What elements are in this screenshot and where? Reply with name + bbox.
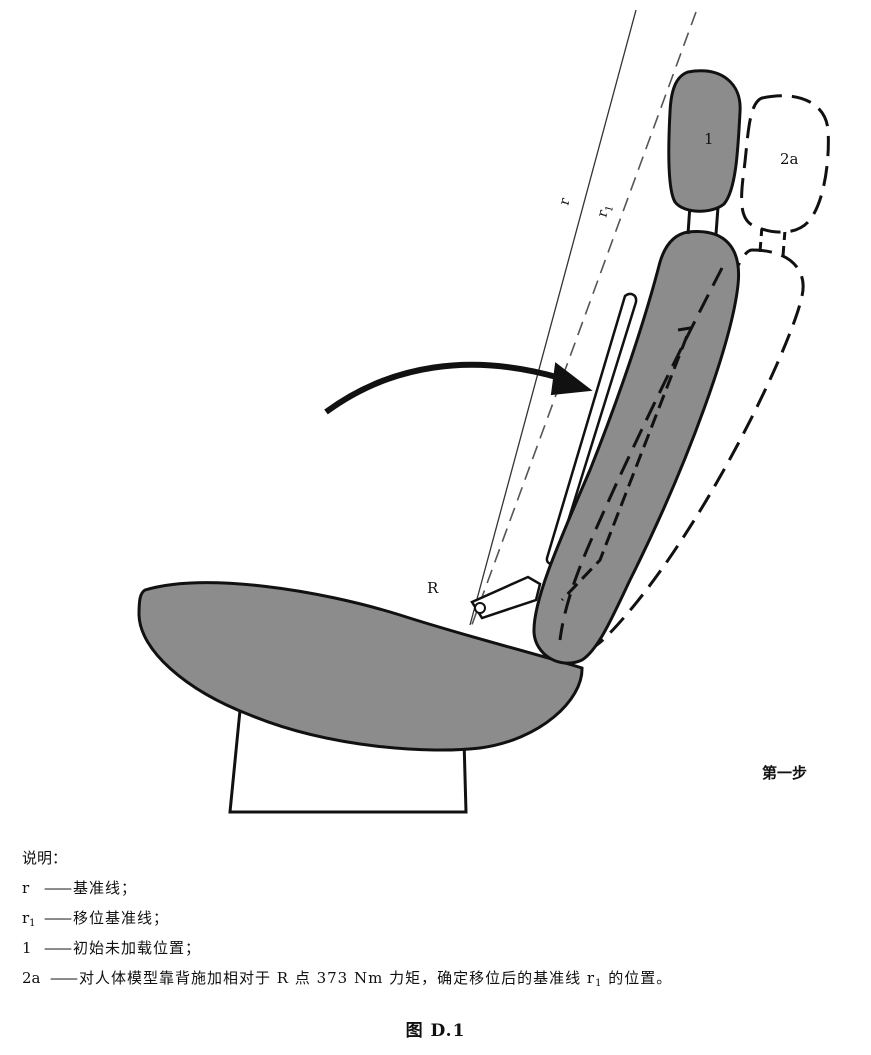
r-point-pivot (474, 602, 486, 614)
reference-line-r (469, 9, 637, 626)
label-r-point: R (427, 579, 439, 597)
recliner-linkage (470, 575, 542, 620)
moment-arrow (324, 361, 561, 415)
label-headrest-initial: 1 (704, 130, 714, 148)
legend: 说明： r —— 基准线； r1 —— 移位基准线； 1 —— 初始未加载位置；… (22, 843, 852, 993)
legend-text: 移位基准线； (73, 909, 170, 927)
legend-key: 2a (22, 969, 41, 987)
legend-item: r —— 基准线； (22, 873, 852, 903)
legend-separator: —— (44, 939, 72, 957)
seat-cushion (137, 581, 584, 752)
legend-key: r1 (22, 909, 36, 929)
legend-key: r (22, 879, 30, 897)
figure-caption: 图 D.1 (405, 1021, 466, 1041)
seat-diagram: r r1 1 2a R (137, 9, 830, 814)
label-headrest-shifted: 2a (780, 150, 799, 168)
step-label: 第一步 (762, 764, 808, 782)
label-line-r1: r1 (594, 202, 616, 220)
legend-item: 2a —— 对人体模型靠背施加相对于 R 点 373 Nm 力矩，确定移位后的基… (22, 963, 852, 993)
seat-base (228, 699, 468, 814)
shifted-headrest (740, 94, 830, 234)
legend-text: 初始未加载位置； (73, 939, 202, 957)
legend-text: 对人体模型靠背施加相对于 R 点 373 Nm 力矩，确定移位后的基准线 r1 … (79, 969, 673, 989)
legend-text: 基准线； (73, 879, 138, 897)
legend-item: r1 —— 移位基准线； (22, 903, 852, 933)
legend-item: 1 —— 初始未加载位置； (22, 933, 852, 963)
legend-separator: —— (50, 969, 78, 987)
moment-arrow-head (550, 362, 593, 396)
initial-backrest-frame (560, 326, 693, 602)
initial-backrest-spine (558, 267, 724, 641)
initial-headrest (667, 69, 742, 213)
legend-separator: —— (44, 879, 72, 897)
legend-separator: —— (44, 909, 72, 927)
label-line-r: r (556, 196, 573, 207)
legend-title: 说明： (22, 849, 68, 867)
legend-key: 1 (22, 939, 32, 957)
